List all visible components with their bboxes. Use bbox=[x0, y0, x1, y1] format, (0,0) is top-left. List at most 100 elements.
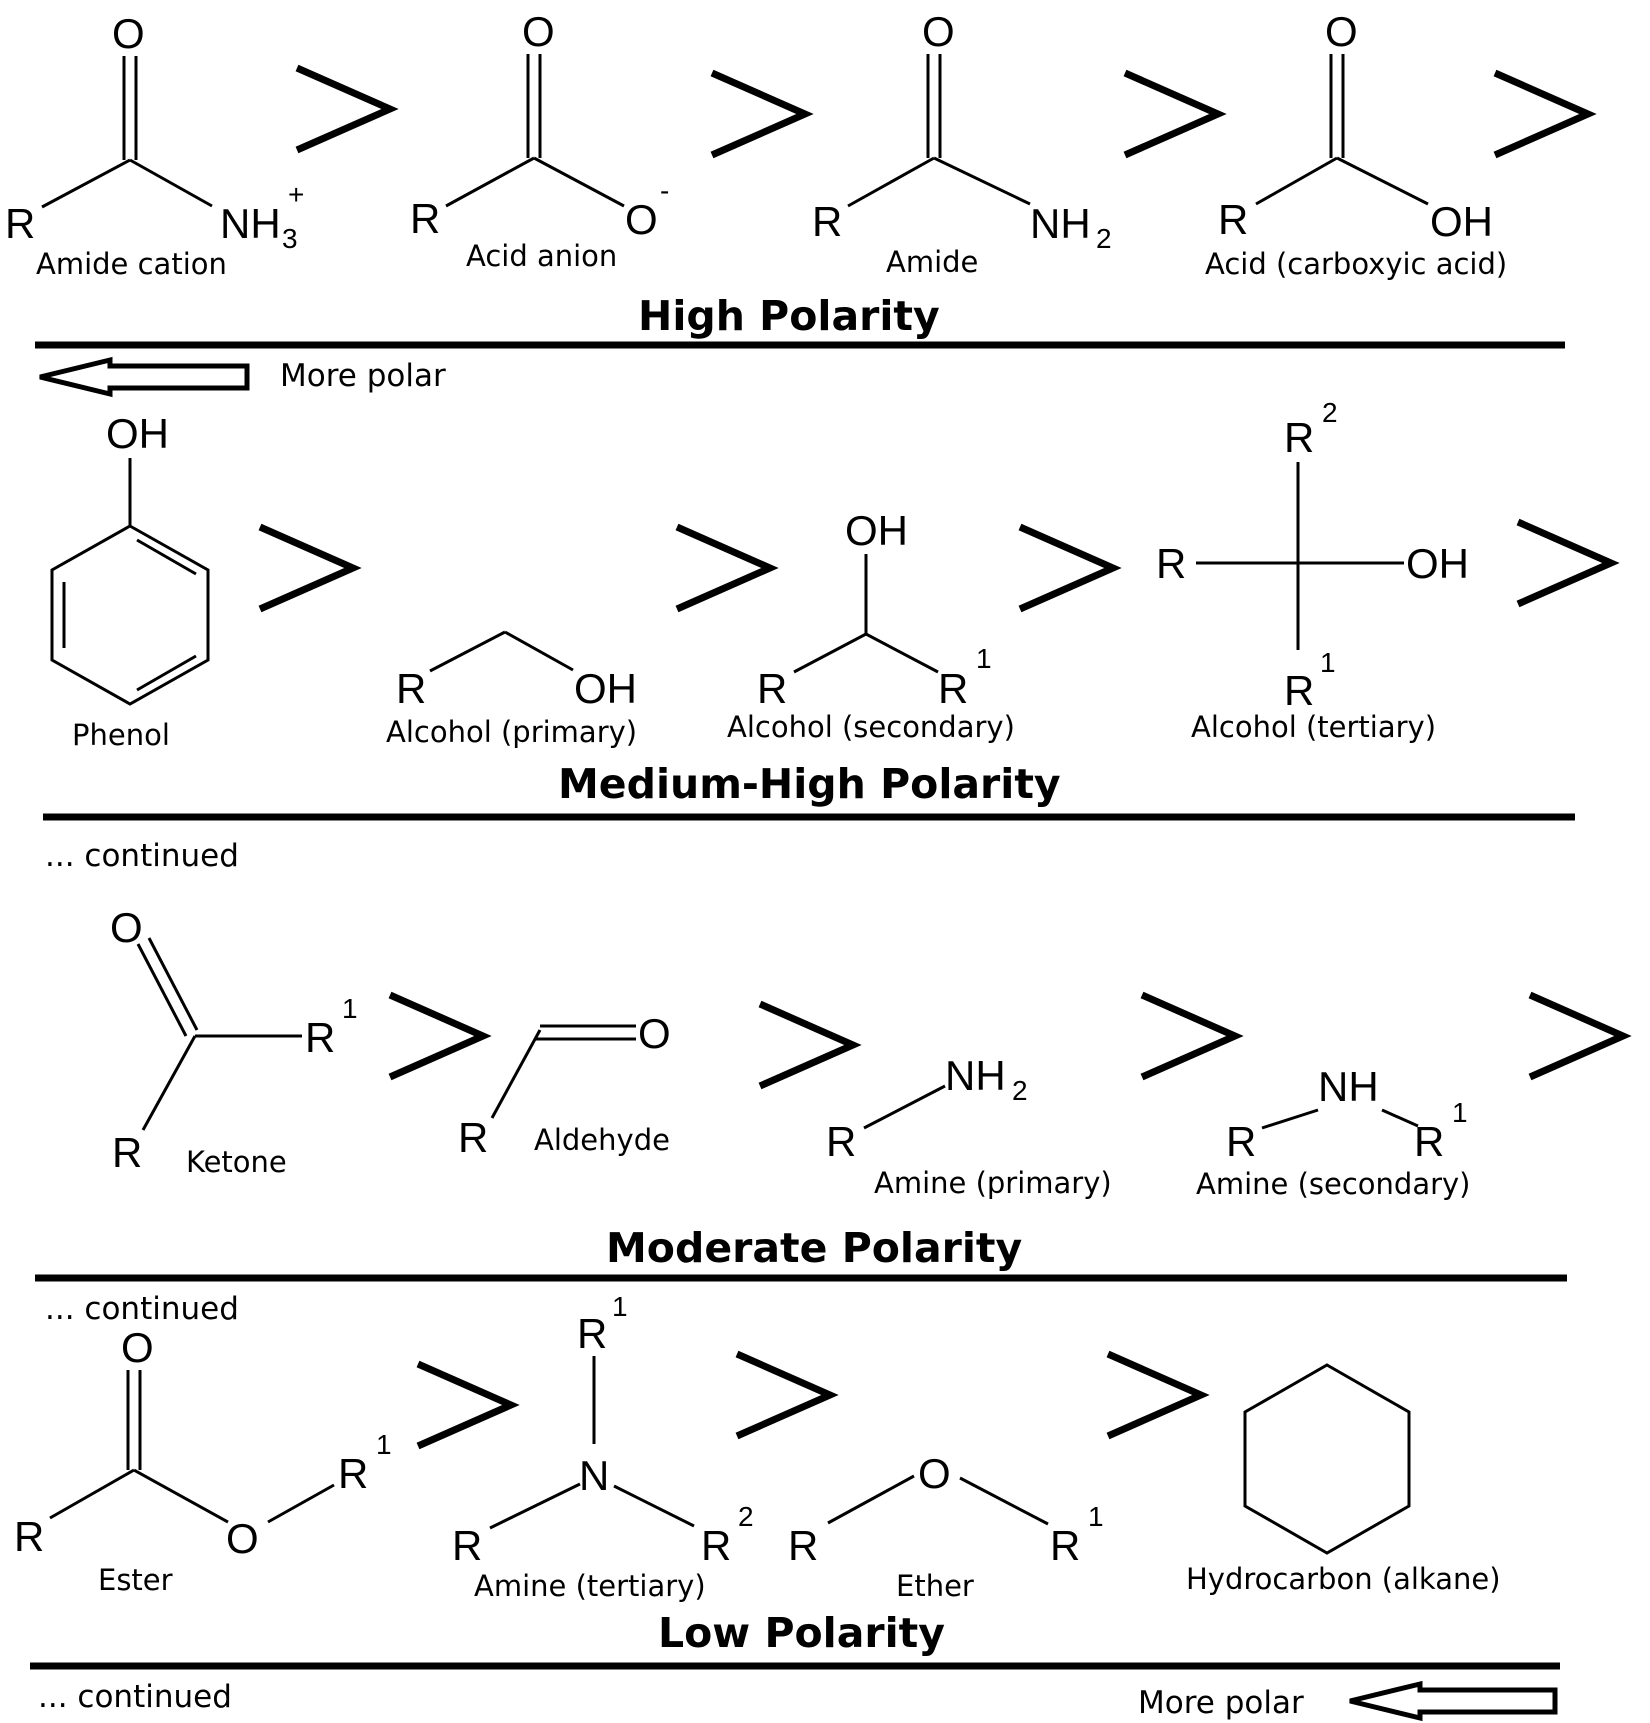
compound-aldehyde: O R Aldehyde bbox=[458, 1010, 671, 1161]
atom-o: O bbox=[918, 1450, 951, 1497]
compound-tertiary-amine: R 1 N R R 2 Amine (tertiary) bbox=[452, 1291, 754, 1603]
cyclohexane-ring bbox=[1243, 1363, 1411, 1555]
label-tertiary-alcohol: Alcohol (tertiary) bbox=[1191, 710, 1436, 744]
atom-r1: R bbox=[1414, 1118, 1444, 1165]
compound-primary-alcohol: R OH Alcohol (primary) bbox=[386, 630, 637, 749]
subscript-2: 2 bbox=[1096, 223, 1112, 254]
label-amide: Amide bbox=[886, 245, 978, 279]
continued-note-2: ... continued bbox=[45, 1291, 239, 1327]
label-acid-anion: Acid anion bbox=[466, 239, 617, 273]
left-arrow-icon bbox=[39, 356, 250, 398]
greater-than-2-2 bbox=[675, 523, 779, 613]
label-phenol: Phenol bbox=[72, 718, 170, 752]
greater-than-4-3 bbox=[1106, 1350, 1210, 1440]
atom-o: O bbox=[922, 8, 955, 55]
atom-r: R bbox=[410, 195, 440, 242]
atom-r: R bbox=[757, 665, 787, 712]
atom-r: R bbox=[452, 1522, 482, 1569]
atom-o: O bbox=[121, 1324, 154, 1371]
atom-o-minus: O bbox=[625, 196, 658, 243]
atom-o: O bbox=[112, 10, 145, 57]
compound-carboxylic-acid: O R OH Acid (carboxyic acid) bbox=[1205, 8, 1507, 281]
superscript-1: 1 bbox=[1452, 1097, 1468, 1128]
label-amide-cation: Amide cation bbox=[36, 247, 227, 281]
greater-than-3-1 bbox=[388, 991, 492, 1081]
section-header-moderate: Moderate Polarity bbox=[606, 1224, 1022, 1272]
atom-r1: R bbox=[338, 1450, 368, 1497]
more-polar-label-bottom: More polar bbox=[1138, 1685, 1304, 1721]
label-carboxylic-acid: Acid (carboxyic acid) bbox=[1205, 247, 1507, 281]
label-ketone: Ketone bbox=[186, 1145, 287, 1179]
atom-oh: OH bbox=[1406, 540, 1469, 587]
greater-than-2-4 bbox=[1516, 518, 1620, 608]
atom-nh: NH bbox=[1318, 1063, 1379, 1110]
superscript-1: 1 bbox=[376, 1429, 392, 1460]
continued-note-1: ... continued bbox=[45, 838, 239, 874]
compound-amide: O R NH 2 Amide bbox=[812, 8, 1112, 279]
atom-r: R bbox=[812, 198, 842, 245]
compound-ether: O R R 1 Ether bbox=[788, 1450, 1104, 1603]
greater-than-3-4 bbox=[1528, 991, 1632, 1081]
continued-note-3: ... continued bbox=[38, 1679, 232, 1715]
atom-o: O bbox=[1325, 8, 1358, 55]
atom-o: O bbox=[638, 1010, 671, 1057]
more-polar-indicator-top: More polar bbox=[39, 356, 446, 398]
atom-oh: OH bbox=[106, 410, 169, 457]
label-ether: Ether bbox=[896, 1569, 974, 1603]
atom-oh: OH bbox=[574, 665, 637, 712]
compound-secondary-alcohol: OH R R 1 Alcohol (secondary) bbox=[727, 507, 1015, 744]
greater-than-1-3 bbox=[1123, 69, 1227, 159]
label-ester: Ester bbox=[98, 1563, 173, 1597]
label-alkane: Hydrocarbon (alkane) bbox=[1186, 1562, 1501, 1596]
greater-than-1-4 bbox=[1493, 69, 1597, 159]
atom-r: R bbox=[458, 1114, 488, 1161]
atom-o: O bbox=[110, 904, 143, 951]
superscript-1: 1 bbox=[612, 1291, 628, 1322]
superscript-1: 1 bbox=[976, 643, 992, 674]
atom-n: N bbox=[579, 1452, 609, 1499]
compound-amide-cation: O R NH 3 + Amide cation bbox=[5, 10, 304, 281]
compound-ester: O R O R 1 Ester bbox=[14, 1324, 392, 1597]
atom-o: O bbox=[522, 8, 555, 55]
label-secondary-amine: Amine (secondary) bbox=[1196, 1167, 1471, 1201]
more-polar-label-top: More polar bbox=[280, 358, 446, 394]
compound-tertiary-alcohol: R 2 R OH R 1 Alcohol (tertiary) bbox=[1156, 397, 1469, 744]
label-aldehyde: Aldehyde bbox=[534, 1123, 670, 1157]
section-header-medium-high: Medium-High Polarity bbox=[558, 760, 1061, 808]
compound-ketone: O R 1 R Ketone bbox=[110, 904, 358, 1179]
compound-primary-amine: NH 2 R Amine (primary) bbox=[826, 1052, 1112, 1200]
atom-r1: R bbox=[1050, 1522, 1080, 1569]
section-header-high: High Polarity bbox=[638, 292, 940, 340]
greater-than-3-3 bbox=[1140, 991, 1244, 1081]
atom-oh: OH bbox=[845, 507, 908, 554]
atom-r1: R bbox=[305, 1014, 335, 1061]
atom-r: R bbox=[396, 665, 426, 712]
atom-r1: R bbox=[938, 665, 968, 712]
charge-plus: + bbox=[288, 179, 304, 210]
label-primary-alcohol: Alcohol (primary) bbox=[386, 715, 637, 749]
superscript-1: 1 bbox=[1320, 647, 1336, 678]
more-polar-indicator-bottom: More polar bbox=[1138, 1680, 1558, 1722]
atom-r: R bbox=[5, 200, 35, 247]
superscript-2: 2 bbox=[1322, 397, 1338, 428]
atom-r: R bbox=[788, 1522, 818, 1569]
atom-r1: R bbox=[577, 1310, 607, 1357]
subscript-2: 2 bbox=[1012, 1075, 1028, 1106]
atom-nh2: NH bbox=[1030, 200, 1091, 247]
atom-r: R bbox=[1156, 540, 1186, 587]
greater-than-2-3 bbox=[1018, 523, 1122, 613]
greater-than-1-2 bbox=[710, 69, 814, 159]
atom-oh: OH bbox=[1430, 198, 1493, 245]
compound-alkane: Hydrocarbon (alkane) bbox=[1186, 1363, 1501, 1596]
atom-r: R bbox=[1226, 1118, 1256, 1165]
section-header-low: Low Polarity bbox=[658, 1609, 945, 1657]
atom-nh3: NH bbox=[220, 200, 281, 247]
atom-r2: R bbox=[1284, 414, 1314, 461]
atom-r: R bbox=[14, 1513, 44, 1560]
label-primary-amine: Amine (primary) bbox=[874, 1166, 1112, 1200]
greater-than-4-1 bbox=[416, 1360, 520, 1450]
atom-nh2: NH bbox=[945, 1052, 1006, 1099]
atom-r: R bbox=[1218, 196, 1248, 243]
greater-than-4-2 bbox=[735, 1350, 839, 1440]
